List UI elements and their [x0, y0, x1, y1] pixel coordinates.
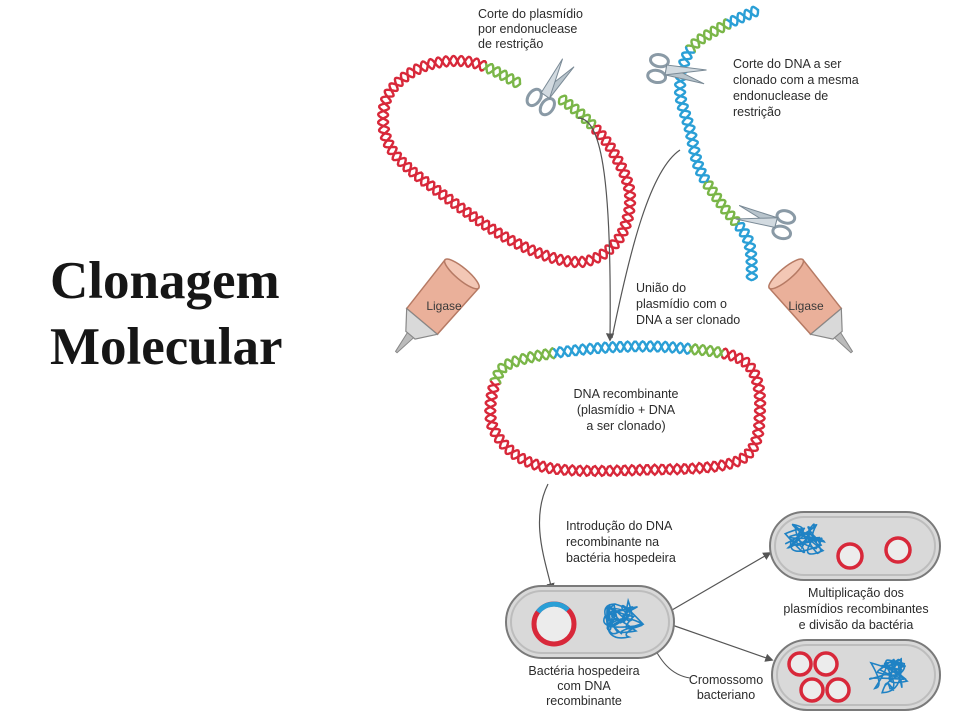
host-bacterium	[505, 585, 675, 659]
arrow-plasmid-to-union	[577, 117, 615, 342]
ligase-tube-icon	[768, 258, 854, 354]
label-line: por endonuclease	[478, 22, 577, 36]
bacterial-chromosome	[603, 597, 645, 639]
label-line: Corte do plasmídio	[478, 7, 583, 21]
chromosome-strand	[869, 657, 909, 694]
bacterial-chromosome	[869, 657, 909, 694]
arrow-dna-to-union	[611, 149, 681, 339]
arrow-to-bottom-bacterium	[671, 624, 774, 662]
label-cut-dna: Corte do DNA a ser clonado com a mesma e…	[733, 57, 859, 119]
label-introduction: Introdução do DNA recombinante na bactér…	[566, 519, 676, 565]
helix-strand	[553, 339, 692, 359]
label-line: clonado com a mesma	[733, 73, 859, 87]
ligase-tube-icon	[394, 258, 480, 354]
helix-strand	[557, 97, 597, 129]
recombinant-plasmid	[799, 677, 825, 703]
label-line: (plasmídio + DNA	[577, 403, 676, 417]
cut-plasmid-helix	[376, 54, 637, 269]
helix-strand	[689, 343, 724, 359]
scissors-icon	[646, 53, 707, 85]
helix-strand	[518, 346, 556, 364]
label-line: DNA a ser clonado	[636, 313, 740, 327]
recombinant-dna-helix	[483, 339, 767, 478]
process-arrows	[538, 117, 774, 679]
label-host-bacterium: Bactéria hospedeira com DNA recombinante	[528, 664, 639, 708]
label-union: União do plasmídio com o DNA a ser clona…	[636, 281, 740, 327]
title-line-2: Molecular	[50, 318, 283, 376]
label-line: Introdução do DNA	[566, 519, 673, 533]
label-line: DNA recombinante	[574, 387, 679, 401]
helix-strand	[724, 5, 760, 27]
label-recombinant: DNA recombinante (plasmídio + DNA a ser …	[574, 387, 679, 433]
helix-strand	[518, 348, 557, 366]
label-line: a ser clonado)	[586, 419, 665, 433]
title-line-1: Clonagem	[50, 252, 280, 310]
helix-strand	[484, 61, 522, 89]
label-line: União do	[636, 281, 686, 295]
recombinant-plasmid	[884, 536, 912, 564]
helix-strand	[559, 94, 595, 130]
helix-strand	[483, 349, 767, 478]
label-line: restrição	[733, 105, 781, 119]
helix-strand	[489, 355, 520, 381]
slide-title: Clonagem Molecular	[50, 248, 283, 380]
helix-strand	[690, 21, 732, 54]
label-line: plasmídio com o	[636, 297, 727, 311]
scissors-icon	[525, 58, 575, 117]
helix-strand	[376, 54, 637, 269]
dna-helices	[376, 5, 767, 478]
scissors-icon	[735, 204, 797, 241]
label-cut-plasmid: Corte do plasmídio por endonuclease de r…	[478, 7, 583, 51]
label-line: recombinante na	[566, 535, 659, 549]
label-multiplication: Multiplicação dos plasmídios recombinant…	[783, 586, 928, 632]
helix-strand	[706, 180, 741, 227]
label-line: Bactéria hospedeira	[528, 664, 639, 678]
label-line: endonuclease de	[733, 89, 828, 103]
helix-strand	[728, 8, 760, 30]
recombinant-plasmid	[787, 651, 813, 677]
label-line: com DNA	[557, 679, 611, 693]
helix-strand	[481, 62, 522, 86]
recombinant-plasmid	[836, 542, 864, 570]
label-line: Corte do DNA a ser	[733, 57, 841, 71]
helix-strand	[492, 358, 521, 385]
arrow-recombinant-to-bacterium	[538, 483, 555, 592]
label-line: bacteriano	[697, 688, 755, 702]
label-line: recombinante	[546, 694, 622, 708]
helix-strand	[376, 54, 637, 269]
recombinant-plasmid	[813, 651, 839, 677]
chromosome-strand	[603, 597, 645, 639]
label-line: e divisão da bactéria	[799, 618, 914, 632]
arrow-to-top-bacterium	[671, 552, 772, 611]
daughter-bacterium-bottom	[771, 639, 941, 711]
label-line: de restrição	[478, 37, 543, 51]
label-line: Multiplicação dos	[808, 586, 904, 600]
recombinant-plasmid	[825, 677, 851, 703]
label-line: plasmídios recombinantes	[783, 602, 928, 616]
bacterial-chromosome	[783, 523, 826, 555]
helix-strand	[684, 18, 727, 49]
label-line: Cromossomo	[689, 673, 763, 687]
dna-fragment-helix	[673, 5, 760, 282]
label-chromosome: Cromossomo bacteriano	[689, 673, 763, 702]
label-line: bactéria hospedeira	[566, 551, 676, 565]
helix-strand	[688, 343, 726, 359]
ligase-label-right: Ligase	[788, 299, 824, 313]
chromosome-strand	[783, 523, 826, 555]
ligase-label-left: Ligase	[426, 299, 462, 313]
helix-strand	[702, 181, 740, 227]
helix-strand	[737, 221, 759, 282]
daughter-bacterium-top	[769, 511, 941, 581]
